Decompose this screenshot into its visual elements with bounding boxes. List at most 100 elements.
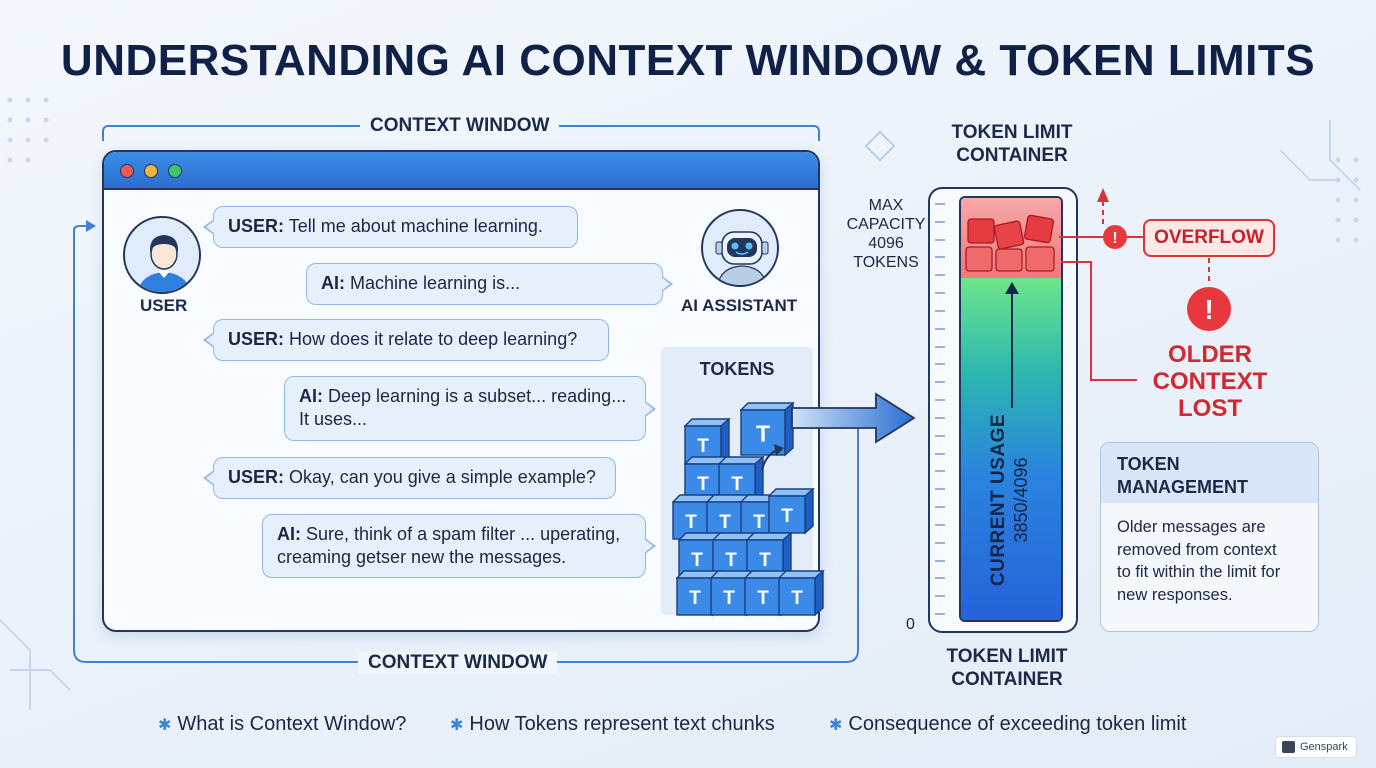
message-bubble-user-1: USER: Tell me about machine learning. [203, 206, 578, 248]
message-text: Okay, can you give a simple example? [289, 467, 596, 487]
footer-item-1: ✱ What is Context Window? [158, 713, 406, 736]
window-minimize-dot[interactable] [144, 164, 158, 178]
background-dots-decoration [7, 97, 49, 163]
current-usage-value: 3850/4096 [1011, 457, 1031, 543]
capacity-tick [935, 452, 945, 455]
brand-logo-icon [1282, 741, 1295, 753]
max-capacity-line2: CAPACITY [846, 216, 926, 233]
token-cube-glyph: T [689, 588, 701, 609]
speaker-label: AI: [321, 273, 345, 293]
asterisk-icon: ✱ [450, 717, 464, 734]
ai-avatar [701, 209, 779, 287]
window-maximize-dot[interactable] [168, 164, 182, 178]
max-capacity-label: MAX CAPACITY 4096 TOKENS [834, 196, 938, 272]
older-context-lost-line2: CONTEXT [1152, 368, 1268, 395]
token-cube-icon: T [778, 570, 825, 617]
circuit-decoration-left [0, 619, 71, 710]
user-avatar [123, 216, 201, 294]
context-window-top-label: CONTEXT WINDOW [360, 115, 560, 137]
capacity-tick [935, 434, 945, 437]
older-context-lost-text: OLDER CONTEXT LOST [1138, 341, 1282, 422]
brand-badge[interactable]: Genspark [1275, 736, 1357, 758]
capacity-tick [935, 488, 945, 491]
token-limit-title-top-line1: TOKEN LIMIT [951, 122, 1073, 143]
capacity-tick [935, 203, 945, 205]
speaker-label: USER: [228, 467, 285, 487]
footer-item-2: ✱ How Tokens represent text chunks [450, 713, 775, 736]
footer-item-text: What is Context Window? [177, 713, 407, 735]
token-management-card: TOKEN MANAGEMENT Older messages are remo… [1100, 442, 1319, 632]
message-text: Tell me about machine learning. [288, 216, 543, 236]
capacity-tick [935, 577, 945, 580]
capacity-tick [935, 416, 945, 419]
window-titlebar [104, 152, 818, 190]
brand-name: Genspark [1300, 741, 1348, 753]
capacity-tick [935, 363, 945, 366]
circuit-decoration-right [1280, 120, 1361, 191]
message-bubble-ai-1: AI: Machine learning is... [306, 263, 673, 305]
capacity-tick [935, 470, 945, 473]
tokens-to-container-arrow-icon [791, 392, 916, 444]
context-window-bottom-label: CONTEXT WINDOW [358, 652, 558, 674]
message-bubble-ai-3: AI: Sure, think of a spam filter ... upe… [262, 514, 656, 578]
older-context-lost-line3: LOST [1178, 395, 1242, 422]
robot-icon [715, 231, 769, 285]
token-limit-title-bottom-line2: CONTAINER [951, 669, 1063, 690]
token-cube-icon: T [768, 488, 815, 535]
capacity-tick [935, 613, 945, 615]
usage-up-arrow-icon [1005, 282, 1019, 408]
asterisk-icon: ✱ [158, 717, 172, 734]
max-capacity-line1: MAX [868, 197, 904, 214]
token-management-body-line1: Older messages are [1117, 518, 1266, 536]
token-cube-glyph: T [691, 550, 703, 571]
tokens-title: TOKENS [699, 359, 775, 379]
capacity-tick [935, 595, 945, 598]
capacity-tick [935, 399, 945, 402]
token-management-title-line2: MANAGEMENT [1117, 477, 1248, 497]
capacity-tick [935, 541, 945, 544]
token-cube-glyph: T [731, 474, 743, 495]
max-capacity-line3: 4096 [868, 235, 904, 252]
message-text: How does it relate to deep learning? [289, 329, 578, 349]
token-management-title-line1: TOKEN [1117, 454, 1180, 474]
zero-label: 0 [906, 616, 915, 633]
speaker-label: USER: [228, 329, 285, 349]
speaker-label: USER: [228, 216, 285, 236]
footer-item-text: Consequence of exceeding token limit [848, 713, 1187, 735]
svg-text:!: ! [1204, 294, 1213, 325]
token-management-body-line3: to fit within the limit for [1117, 563, 1281, 581]
token-cube-glyph: T [725, 550, 737, 571]
footer-item-text: How Tokens represent text chunks [469, 713, 775, 735]
message-text: Machine learning is... [350, 273, 521, 293]
capacity-ticks [935, 203, 949, 617]
capacity-tick [935, 559, 945, 562]
capacity-tick [935, 238, 945, 241]
token-limit-title-top-line2: CONTAINER [956, 145, 1068, 166]
overflow-token-cubes [965, 214, 1055, 272]
capacity-tick [935, 309, 945, 312]
token-management-body-line4: new responses. [1117, 585, 1233, 604]
token-cube-glyph: T [781, 506, 793, 527]
token-cube-glyph: T [723, 588, 735, 609]
token-management-body-line2: removed from context [1117, 540, 1277, 559]
token-cube-glyph: T [719, 512, 731, 533]
diamond-decoration-icon [864, 130, 896, 162]
current-usage-label: CURRENT USAGE [988, 413, 1009, 587]
token-cube-glyph: T [791, 588, 803, 609]
token-cube-glyph: T [697, 436, 709, 457]
overflow-connector-lines: ! ! [1059, 188, 1231, 381]
older-context-lost-line1: OLDER [1168, 341, 1252, 368]
capacity-tick [935, 506, 945, 509]
message-bubble-user-2: USER: How does it relate to deep learnin… [203, 319, 609, 361]
capacity-tick [935, 274, 945, 277]
message-text: Deep learning is a subset... reading... [328, 386, 627, 406]
capacity-tick [935, 256, 945, 259]
window-close-dot[interactable] [120, 164, 134, 178]
token-limit-title-top: TOKEN LIMIT CONTAINER [922, 121, 1102, 167]
token-cube-glyph: T [697, 474, 709, 495]
token-cube-glyph: T [756, 420, 770, 446]
token-limit-title-bottom: TOKEN LIMIT CONTAINER [917, 645, 1097, 691]
ai-assistant-label: AI ASSISTANT [681, 296, 798, 315]
user-person-icon [137, 235, 191, 292]
context-window-loop-line [73, 220, 859, 663]
